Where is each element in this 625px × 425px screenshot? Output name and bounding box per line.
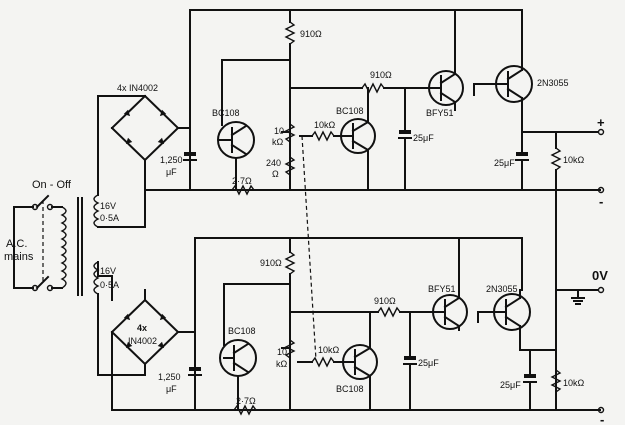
lower-bridge-rectifier [110,289,196,411]
lower-out-cap-label: 25μF [500,380,521,390]
lower-r-bias-label: 2·7Ω [236,396,256,406]
upper-r-top-label: 910Ω [300,29,322,39]
lower-2n3055-label: 2N3055 [486,284,518,294]
upper-potentiometer [281,123,296,176]
lower-filter-capacitor [188,359,202,376]
lower-winding-current: 0·5A [100,280,119,290]
upper-bfy51-label: BFY51 [426,108,454,118]
ganged-pot-link [301,135,317,361]
upper-resistor-10k [299,130,345,142]
upper-resistor-2-7 [231,184,255,196]
upper-transistor-bc108-1 [217,59,291,191]
lower-capacitor-25 [403,311,417,411]
upper-bridge-wiring [97,95,146,228]
upper-pot-value2: kΩ [272,137,284,147]
upper-output-wiring [515,128,605,194]
upper-r-series-label: 910Ω [370,70,392,80]
lower-potentiometer [281,339,296,359]
upper-r10k-label: 10kΩ [314,120,336,130]
lower-load-r-label: 10kΩ [563,378,585,388]
mains-input [13,203,39,292]
lower-transistor-bc108-2 [342,311,378,411]
zero-volt-rail [519,189,605,414]
lower-resistor-910-top [284,237,296,411]
lower-winding-voltage: 16V [100,266,116,276]
lower-transistor-bfy51 [431,237,468,331]
terminal-plus: + [597,115,605,130]
on-off-switch [35,194,63,292]
upper-transistor-bc108-2 [340,87,376,191]
lower-r-top-label: 910Ω [260,258,282,268]
mains-label-line2: mains [4,251,34,263]
terminal-minus-top: - [599,194,603,209]
lower-pot-value2: kΩ [276,359,288,369]
upper-cap25-label: 25μF [413,133,434,143]
upper-pot-value1: 10 [274,126,284,136]
lower-filter-cap-value2: μF [166,384,177,394]
upper-filter-capacitor [183,139,197,161]
mains-label-line1: A.C. [6,238,27,250]
upper-bridge-label: 4x IN4002 [117,83,158,93]
upper-2n3055-label: 2N3055 [537,78,569,88]
upper-winding-current: 0·5A [100,213,119,223]
upper-winding-voltage: 16V [100,201,116,211]
upper-resistor-910-series [289,82,429,94]
upper-r240-value1: 240 [266,158,281,168]
upper-filter-cap-value2: μF [166,167,177,177]
upper-driver2-label: BC108 [336,106,364,116]
terminal-minus-bottom: - [600,412,604,425]
lower-r-series-label: 910Ω [374,296,396,306]
lower-filter-cap-value1: 1,250 [158,372,181,382]
upper-transistor-2n3055 [473,9,533,133]
lower-resistor-910-series [289,306,433,318]
upper-out-cap-label: 25μF [494,158,515,168]
lower-bridge-label1: 4x [137,323,147,333]
upper-load-r-label: 10kΩ [563,155,585,165]
lower-bridge-wiring [97,261,146,376]
transformer [60,194,100,296]
terminal-zero-volt: 0V [592,268,608,283]
upper-driver1-label: BC108 [212,108,240,118]
upper-transistor-bfy51 [427,9,464,111]
lower-resistor-10k [297,356,347,368]
upper-capacitor-25 [398,87,412,191]
lower-driver1-label: BC108 [228,326,256,336]
lower-bfy51-label: BFY51 [428,284,456,294]
lower-cap25-label: 25μF [418,358,439,368]
lower-r10k-label: 10kΩ [318,345,340,355]
upper-r-bias-label: 2·7Ω [232,176,252,186]
lower-transistor-bc108-1 [219,283,291,411]
lower-transistor-2n3055 [477,289,531,351]
switch-label: On - Off [32,179,72,191]
upper-filter-cap-value1: 1,250 [160,155,183,165]
lower-pot-value1: 10 [277,347,287,357]
lower-bridge-label2: IN4002 [128,336,157,346]
lower-driver2-label: BC108 [336,384,364,394]
lower-resistor-2-7 [233,404,257,416]
upper-r240-value2: Ω [272,169,279,179]
